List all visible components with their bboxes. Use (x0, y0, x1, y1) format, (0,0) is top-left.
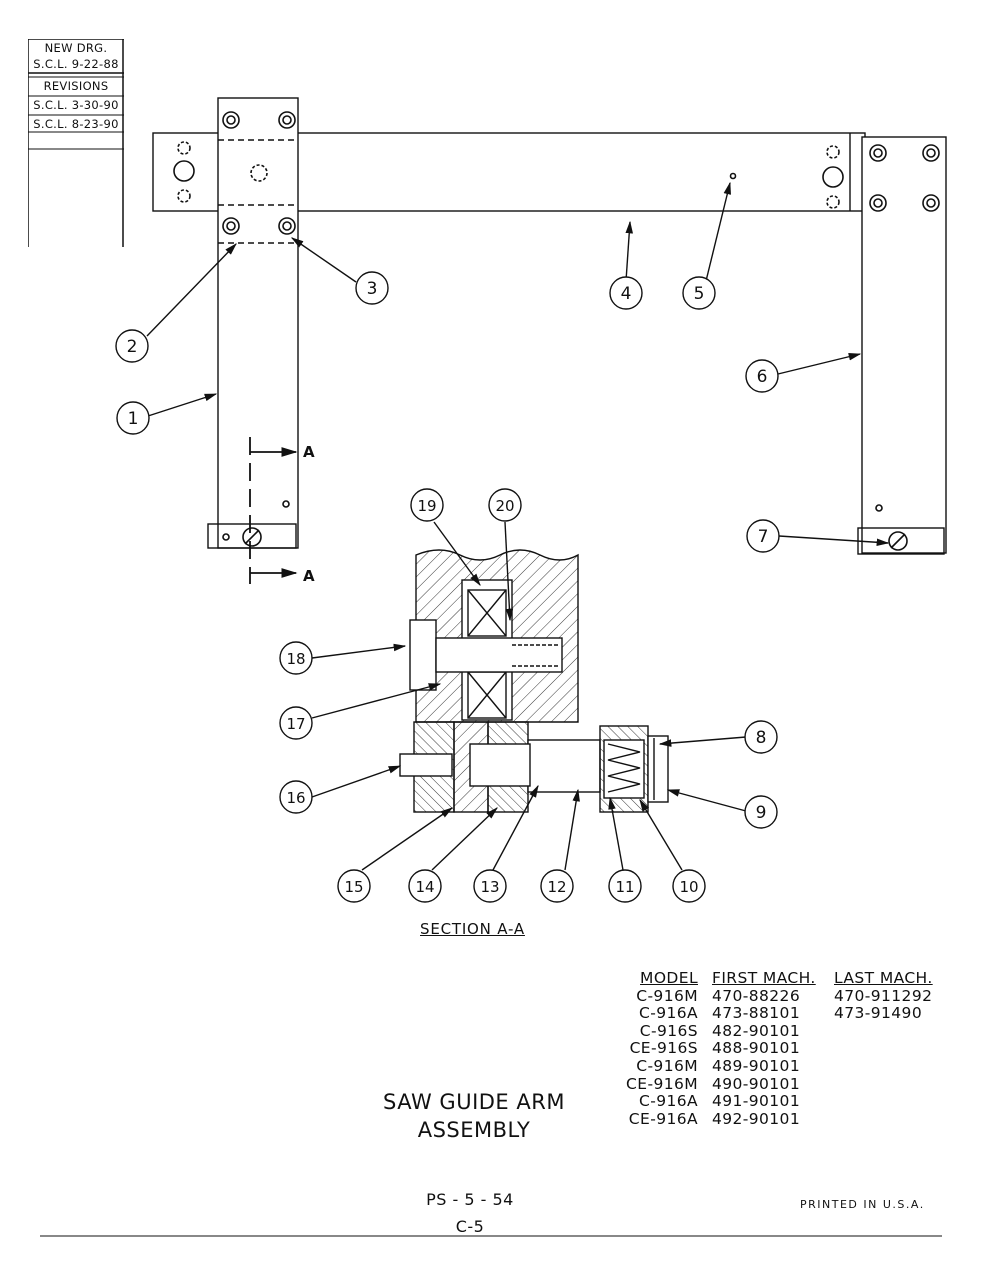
first-mach-column: FIRST MACH. 470-88226 473-88101 482-9010… (712, 969, 816, 1128)
callout-18: 18 (286, 650, 305, 668)
callout-9: 9 (756, 803, 767, 823)
model-column: MODEL C-916M C-916A C-916S CE-916S C-916… (626, 969, 698, 1128)
callout-19: 19 (417, 497, 436, 515)
revision-1: S.C.L. 3-30-90 (33, 98, 119, 112)
revision-2: S.C.L. 8-23-90 (33, 117, 119, 131)
drawing-title: SAW GUIDE ARM ASSEMBLY (360, 1088, 588, 1144)
callout-17: 17 (286, 715, 305, 733)
callout-10: 10 (679, 878, 698, 896)
callout-14: 14 (415, 878, 434, 896)
callout-13: 13 (480, 878, 499, 896)
callout-16: 16 (286, 789, 305, 807)
section-marker-bottom: A (303, 567, 315, 585)
revision-block: NEW DRG. S.C.L. 9-22-88 REVISIONS S.C.L.… (28, 39, 124, 247)
callout-6: 6 (757, 367, 768, 387)
new-drawing-date: S.C.L. 9-22-88 (33, 57, 119, 71)
callout-11: 11 (615, 878, 634, 896)
callout-5: 5 (694, 284, 705, 304)
section-marker-top: A (303, 443, 315, 461)
callout-3: 3 (367, 279, 378, 299)
page-code: PS - 5 - 54 (426, 1190, 514, 1209)
title-line-1: SAW GUIDE ARM (383, 1090, 565, 1114)
callout-8: 8 (756, 728, 767, 748)
revisions-label: REVISIONS (43, 79, 109, 93)
callout-20: 20 (495, 497, 514, 515)
title-line-2: ASSEMBLY (417, 1118, 531, 1142)
callout-2: 2 (127, 337, 138, 357)
left-vertical-arm (217, 97, 299, 549)
callout-12: 12 (547, 878, 566, 896)
callout-15: 15 (344, 878, 363, 896)
new-drawing-header: NEW DRG. (44, 41, 108, 55)
callout-7: 7 (758, 527, 769, 547)
callout-1: 1 (128, 409, 139, 429)
last-mach-column: LAST MACH. 470-911292 473-91490 (834, 969, 933, 1023)
callout-4: 4 (621, 284, 632, 304)
printed-note: PRINTED IN U.S.A. (800, 1198, 925, 1211)
section-title: SECTION A-A (420, 920, 525, 938)
page-sub: C-5 (455, 1217, 485, 1236)
